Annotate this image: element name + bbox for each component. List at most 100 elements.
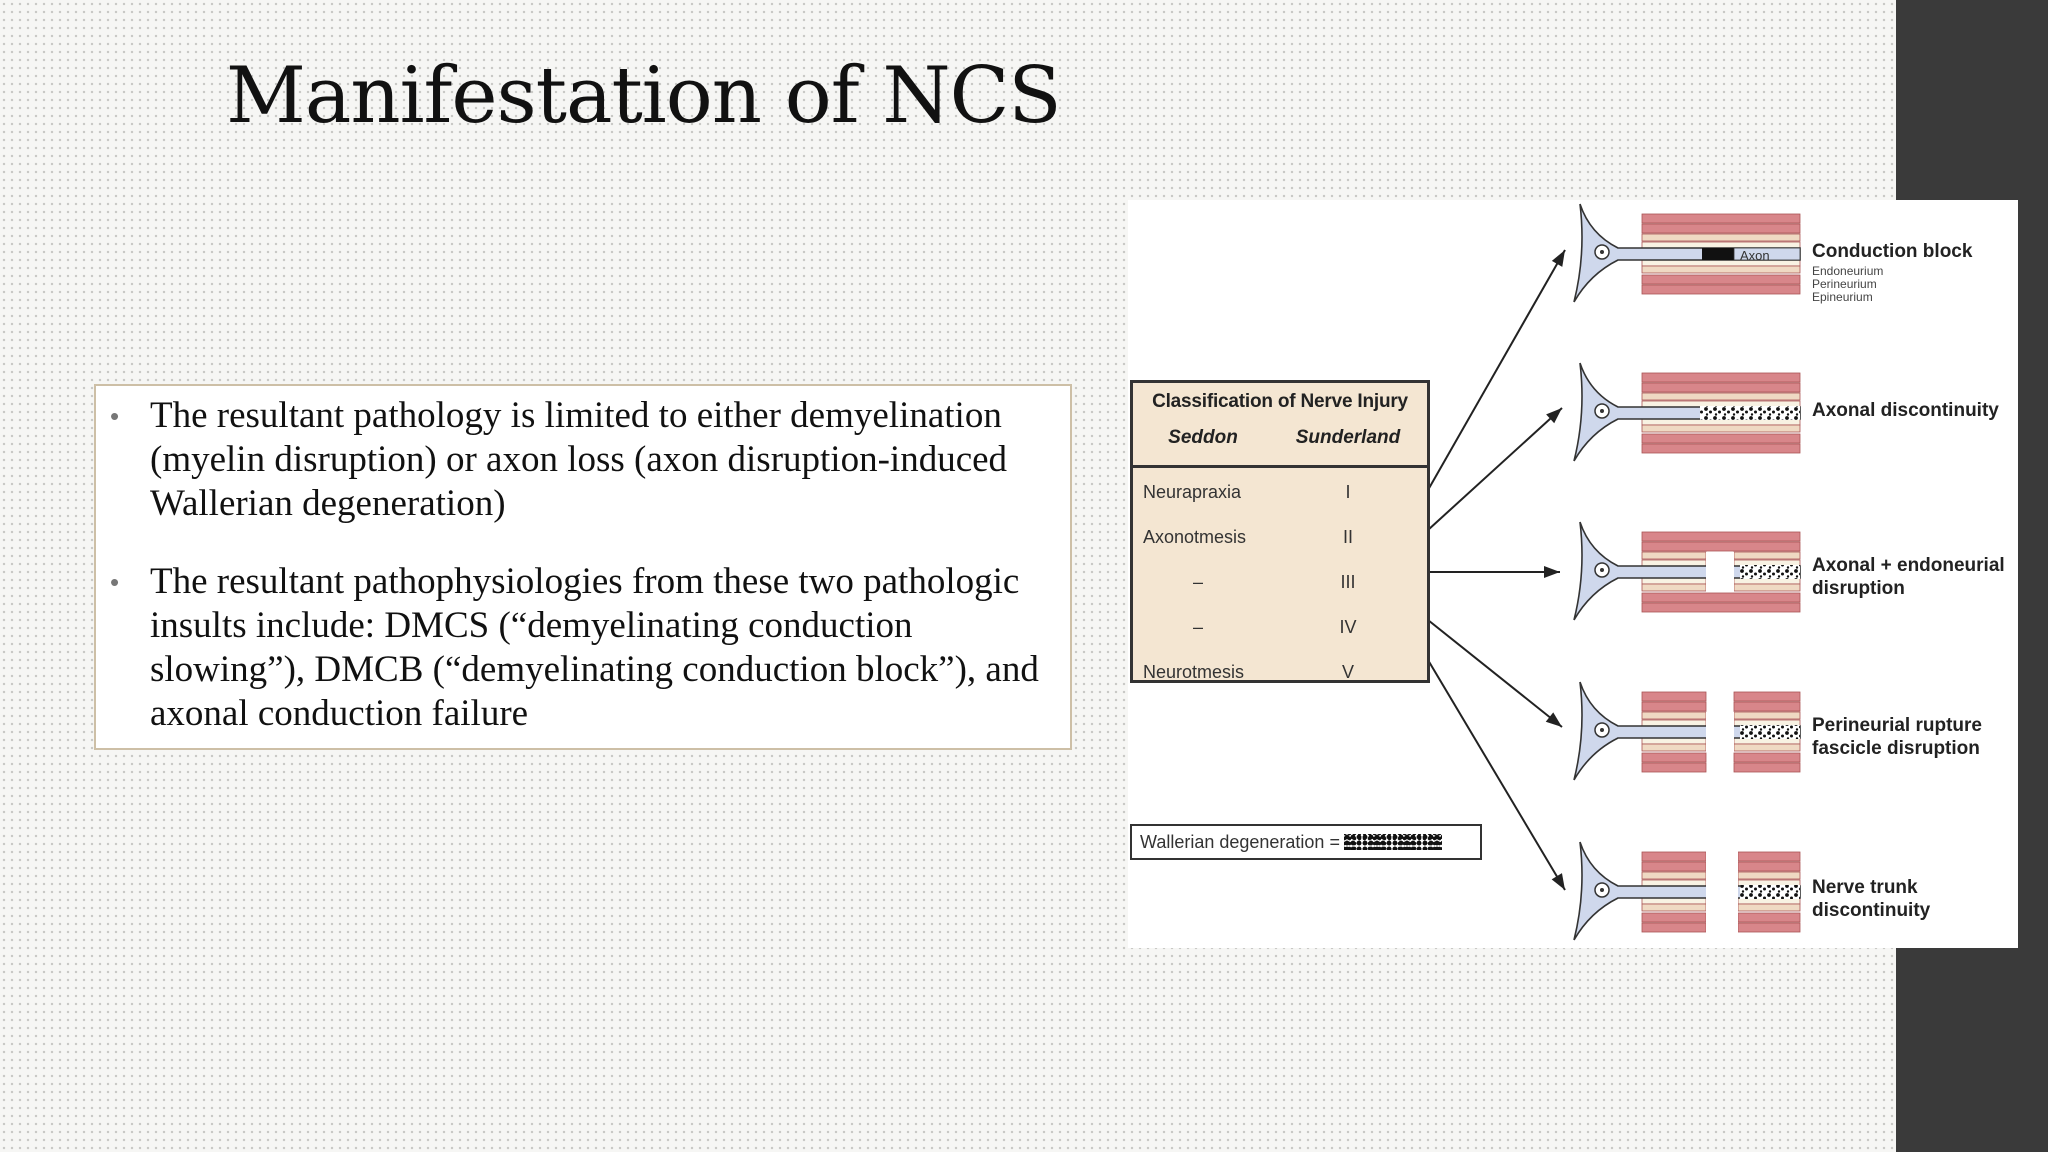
sheath-layer [1641,213,1801,224]
arrow-line [1427,407,1563,531]
wallerian-degeneration-segment [1700,406,1800,420]
table-cell: – [1193,572,1204,592]
wallerian-degeneration-segment [1740,885,1800,899]
nucleolus [1600,568,1604,572]
bullet-marker: • [110,567,120,597]
disruption-gap [1706,552,1734,592]
table-row: Neurotmesis V [1133,650,1427,695]
layer-label-perineurium: Perineurium [1812,277,1877,291]
sheath-layer [1641,903,1707,912]
sheath-layer [1641,762,1707,773]
injury-label-perineurial-rupture: Perineurial rupture fascicle disruption [1812,715,1982,759]
bullet-item: • The resultant pathology is limited to … [110,394,1052,526]
wallerian-degeneration-segment [1740,565,1800,579]
slide-title: Manifestation of NCS [226,51,1062,141]
arrow-line [1427,659,1566,891]
sheath-layer [1641,583,1707,592]
nucleolus [1600,728,1604,732]
arrow-line [1427,619,1563,728]
table-cell: II [1342,527,1353,547]
nerve-injury-figure: Axon Classification of Nerve Injury Sedd… [1128,200,2018,948]
neuron-cell-body [1573,841,1801,941]
sheath-layer [1641,577,1707,585]
disruption-gap [1706,712,1734,752]
table-cell: – [1193,617,1204,637]
sheath-layer [1737,851,1801,862]
layer-label-epineurium: Epineurium [1812,290,1873,304]
sheath-layer [1641,922,1707,933]
table-cell: Axonotmesis [1143,527,1247,547]
nucleolus [1600,250,1604,254]
sheath-layer [1641,284,1801,295]
sheath-layer [1733,752,1801,763]
column-header-sunderland: Sunderland [1295,427,1401,448]
sheath-layer [1641,691,1707,702]
sheath-layer [1737,922,1801,933]
sheath-layer [1641,259,1801,267]
arrow-line [1427,249,1566,491]
sheath-layer [1641,223,1801,234]
sheath-layer [1733,762,1801,773]
trunk-gap [1706,850,1738,940]
sheath-layer [1641,602,1801,613]
sheath-layer [1641,897,1707,905]
injury-label-conduction-block: Conduction block [1812,241,1973,262]
arrow-head [1544,566,1560,578]
sheath-layer [1641,701,1707,712]
bullet-text: The resultant pathophysiologies from the… [150,561,1039,734]
table-row: Neurapraxia I [1133,470,1427,515]
neuron-cell-body [1573,521,1801,621]
sheath-layer [1641,743,1707,752]
nucleolus [1600,409,1604,413]
sheath-layer [1641,737,1707,745]
arrow-head [1551,250,1565,267]
sheath-layer [1641,541,1801,552]
table-cell: Neurotmesis [1143,662,1245,682]
axon-segment [1733,247,1801,261]
sheath-layer [1641,871,1707,880]
table-cell: III [1340,572,1356,592]
sheath-layer [1737,903,1801,912]
axon-label: Axon [1740,248,1770,263]
sheath-layer [1641,424,1801,433]
table-cell: V [1341,662,1354,682]
arrow-head [1551,873,1565,890]
table-cell: IV [1339,617,1357,637]
classification-table: Classification of Nerve Injury Seddon Su… [1130,380,1430,683]
arrow-head [1545,712,1562,727]
table-row: – III [1133,560,1427,605]
sheath-layer [1641,443,1801,454]
sheath-layer [1733,583,1801,592]
arrow-head [1546,408,1562,424]
sheath-layer [1641,752,1707,763]
sheath-layer [1641,233,1801,242]
wallerian-degeneration-segment [1740,725,1800,739]
neuron-cell-body [1573,203,1801,303]
sheath-layer [1641,241,1801,249]
table-row: Axonotmesis II [1133,515,1427,560]
bullet-text-box: • The resultant pathology is limited to … [94,384,1072,750]
sheath-layer [1641,719,1707,727]
neuron-cell-body [1573,362,1801,462]
wallerian-degeneration-legend: Wallerian degeneration = [1130,824,1482,860]
injury-label-axonal-endoneurial: Axonal + endoneurial disruption [1812,555,2005,599]
wallerian-degeneration-swatch [1343,834,1442,850]
injury-label-axonal-discontinuity: Axonal discontinuity [1812,400,1999,421]
sheath-layer [1641,392,1801,401]
table-column-headers: Seddon Sunderland [1133,427,1427,449]
sheath-layer [1641,879,1707,887]
sheath-layer [1733,551,1801,560]
sheath-layer [1641,551,1707,560]
sheath-layer [1737,861,1801,872]
injury-label-nerve-trunk: Nerve trunk discontinuity [1812,877,1931,921]
sheath-layer [1733,691,1801,702]
table-cell: I [1345,482,1351,502]
sheath-layer [1641,265,1801,274]
sheath-layer [1641,861,1707,872]
sheath-layer [1733,711,1801,720]
sheath-layer [1641,382,1801,393]
sheath-layer [1641,851,1707,862]
bullet-item: • The resultant pathophysiologies from t… [110,560,1052,736]
bullet-text: The resultant pathology is limited to ei… [150,395,1008,524]
sheath-layer [1641,433,1801,444]
